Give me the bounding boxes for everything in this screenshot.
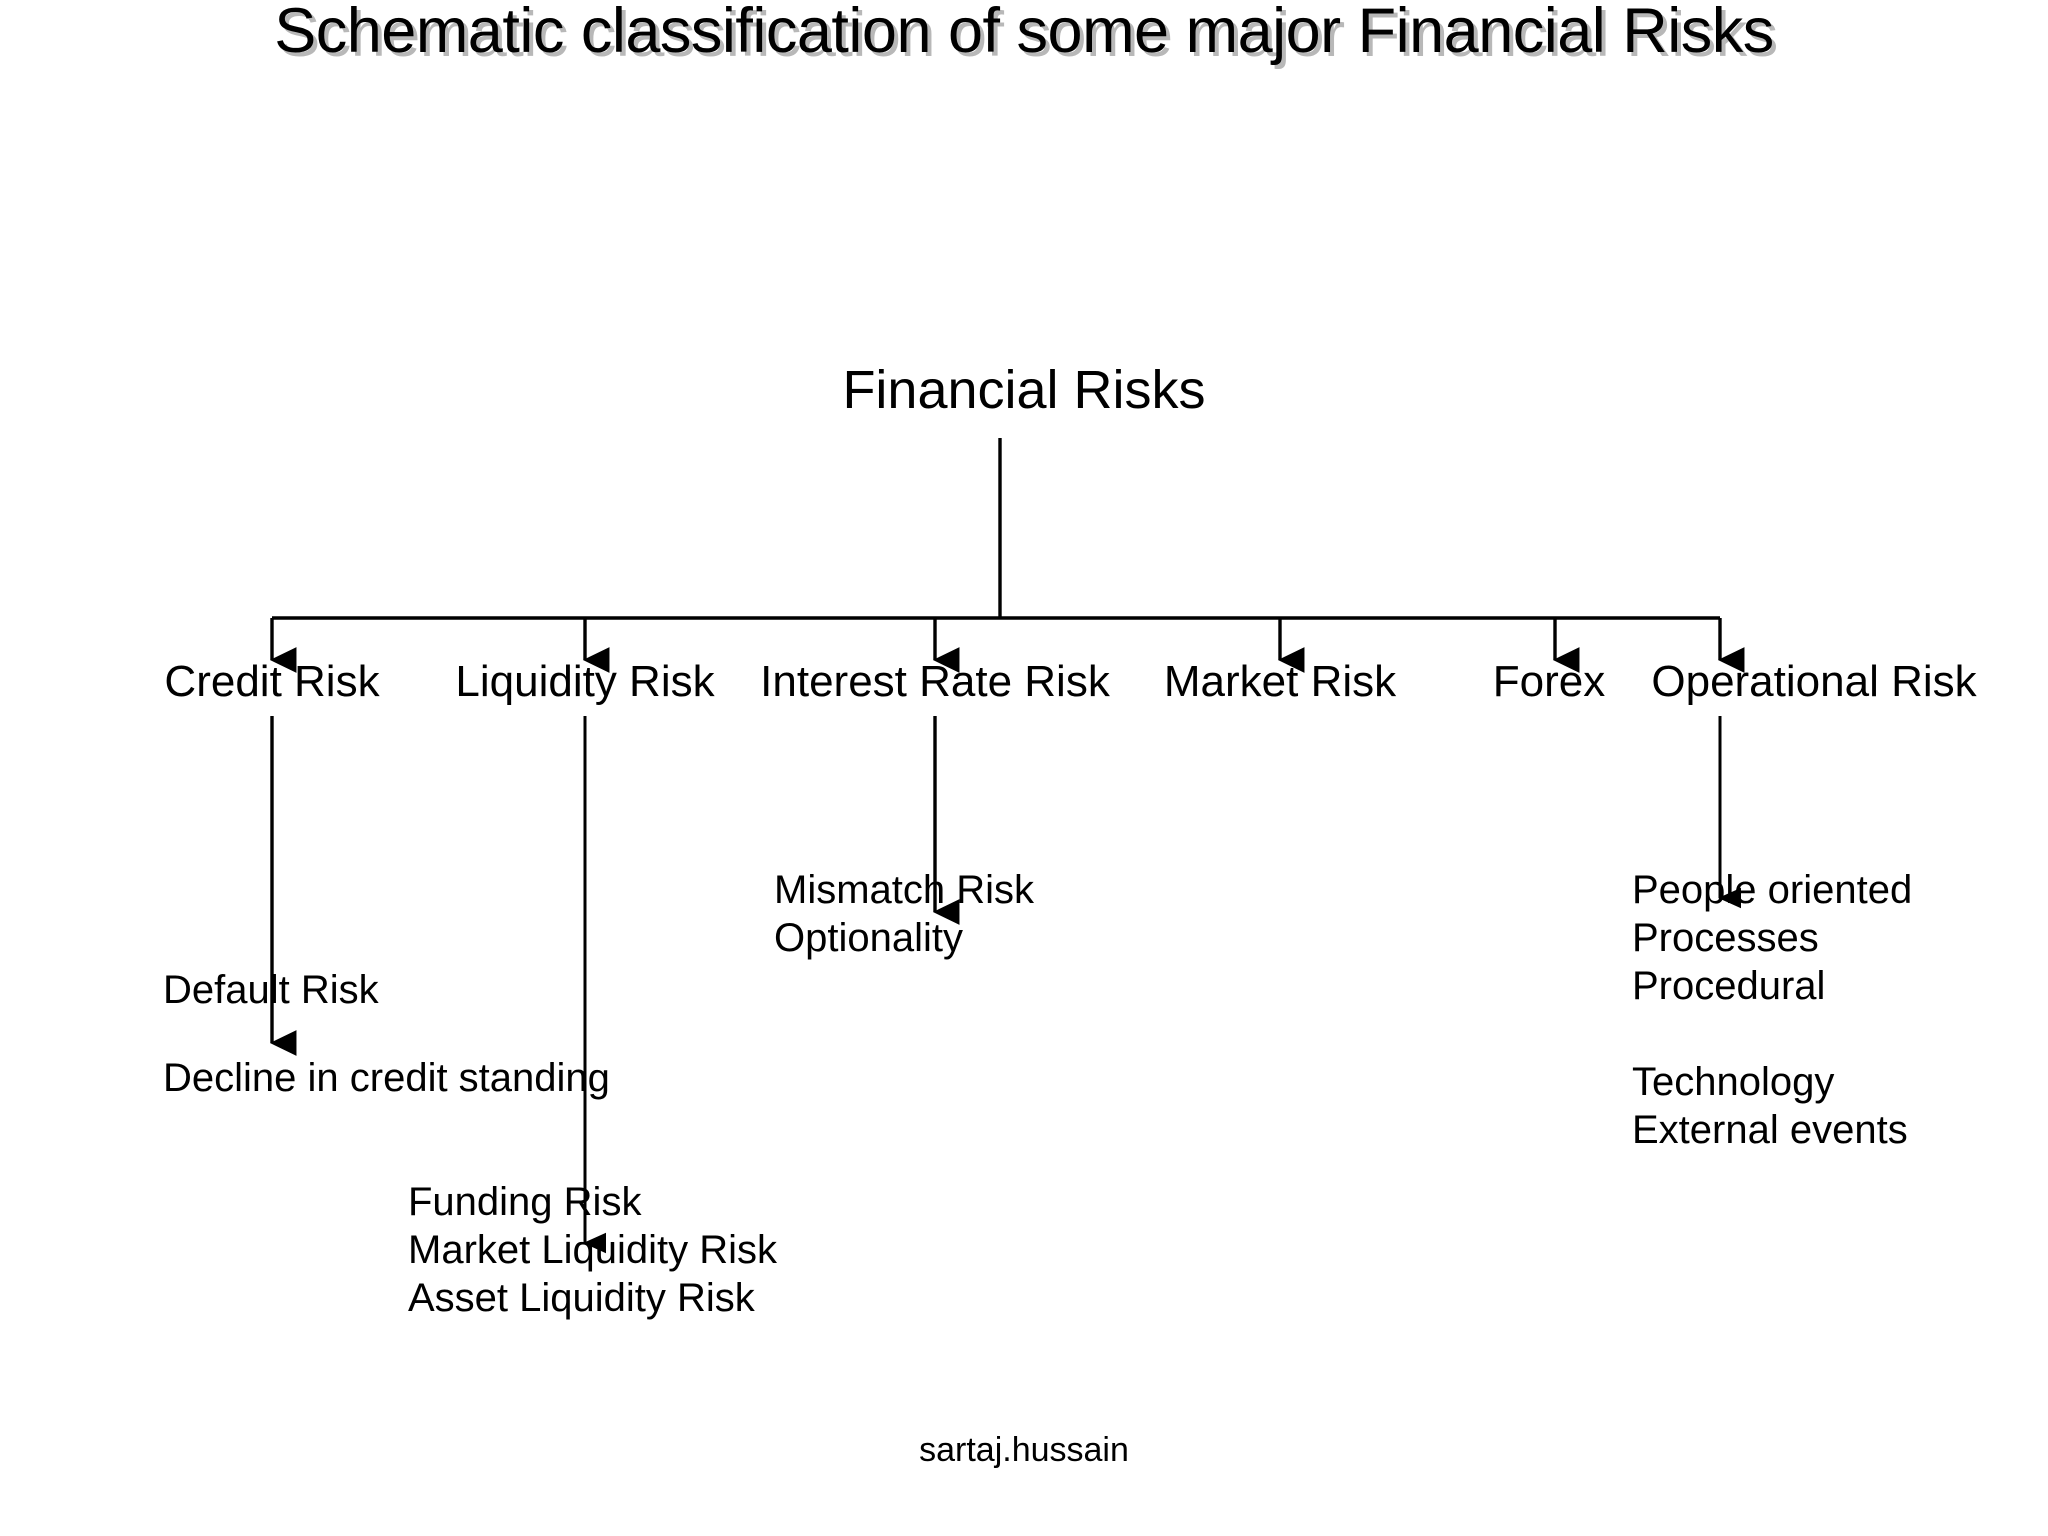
leaf-credit-default-risk: Default Risk [163,968,379,1012]
node-forex: Forex [1492,657,1606,706]
node-interest-rate-risk: Interest Rate Risk [760,657,1110,706]
leaf-credit-decline-in-credit-standing: Decline in credit standing [163,1056,610,1100]
leaf-group-liquidity-risk: Funding Risk Market Liquidity Risk Asset… [408,1180,778,1320]
slide-footer-author: sartaj.hussain [919,1431,1129,1469]
leaf-group-interest-rate-risk: Mismatch Risk Optionality [774,868,1035,960]
slide-title: Schematic classification of some major F… [274,0,1774,66]
node-market-risk: Market Risk [1163,657,1397,706]
node-credit-risk: Credit Risk [164,657,380,706]
node-operational-risk: Operational Risk [1651,657,1977,706]
node-financial-risks: Financial Risks [842,360,1206,420]
node-liquidity-risk: Liquidity Risk [455,657,715,706]
leaf-group-operational-risk: People oriented Processes Procedural Tec… [1632,868,1913,1152]
